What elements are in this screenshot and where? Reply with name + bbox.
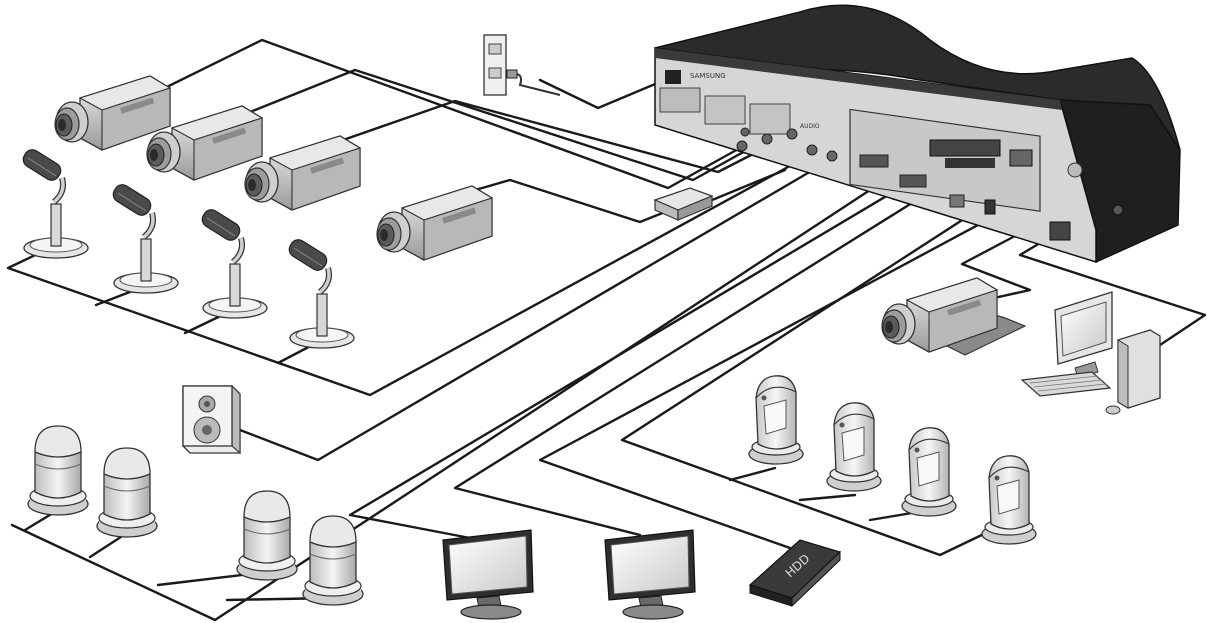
fan-vent	[1067, 162, 1083, 178]
dome-camera-icon	[27, 425, 89, 516]
speaker-icon	[182, 384, 241, 455]
monitor-icon	[604, 529, 696, 620]
serial-port	[899, 174, 927, 188]
balun-icon	[653, 187, 714, 221]
vga-port	[859, 154, 889, 168]
dvr-brand-label: SAMSUNG	[690, 72, 726, 80]
sensor-icon	[981, 455, 1037, 545]
power-outlet-icon	[483, 34, 561, 96]
monitor-icon	[442, 529, 534, 620]
dome-camera-icon	[302, 515, 364, 606]
dvr-unit: SAMSUNG AUDIO	[654, 4, 1181, 264]
connection-lines	[6, 38, 1207, 622]
audio-port-label: AUDIO	[800, 123, 820, 130]
bnc-input-grid	[659, 87, 791, 135]
microphone-icon	[20, 147, 88, 258]
dome-camera-icon	[236, 490, 298, 581]
sensor-icon	[826, 402, 882, 492]
bnc-connectors	[736, 127, 838, 162]
esata-port	[984, 199, 996, 215]
hdd-icon: HDD	[748, 539, 842, 608]
usb-port	[949, 194, 965, 208]
dome-camera-icon	[96, 447, 158, 538]
network-camera-icon	[881, 277, 1027, 356]
terminal-block	[929, 139, 1033, 168]
box-camera-icon	[376, 185, 493, 261]
microphone-icon	[199, 207, 267, 318]
microphone-icon	[286, 237, 354, 348]
power-socket	[665, 70, 681, 84]
sensor-icon	[748, 375, 804, 465]
network-port	[1049, 221, 1071, 241]
microphone-icon	[110, 182, 178, 293]
pc-icon	[1020, 291, 1161, 415]
sensor-icon	[901, 427, 957, 517]
